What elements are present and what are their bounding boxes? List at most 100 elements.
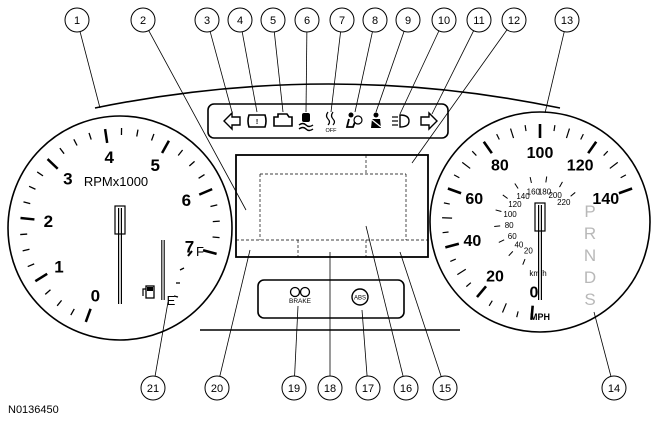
callout-circle xyxy=(260,7,286,33)
callout-14: 14 xyxy=(601,375,627,401)
kmh-tick xyxy=(570,192,576,197)
callout-number: 4 xyxy=(237,15,243,27)
callout-17: 17 xyxy=(355,375,381,401)
mph-minor-tick xyxy=(553,125,556,132)
callout-circle xyxy=(130,7,156,33)
mph-minor-tick xyxy=(524,125,527,132)
kmh-tick-label: 160 xyxy=(527,188,541,197)
tach-tick-label: 2 xyxy=(44,212,53,231)
tach-minor-tick xyxy=(44,289,51,295)
brake-warning-icon: BRAKE xyxy=(289,286,312,305)
lower-lamp-box: BRAKE ABS xyxy=(257,279,405,319)
kmh-tick-label: 220 xyxy=(557,198,571,207)
callout-leader-line xyxy=(365,225,404,377)
callout-number: 2 xyxy=(140,15,146,27)
mph-major-tick xyxy=(445,242,460,249)
headlamp-icon xyxy=(392,114,410,128)
callout-number: 5 xyxy=(270,15,276,27)
tach-minor-tick xyxy=(136,129,139,137)
kmh-tick-label: 100 xyxy=(503,210,517,219)
gear-letter: R xyxy=(584,224,596,243)
kmh-tick xyxy=(498,239,505,243)
mph-minor-tick xyxy=(496,133,500,140)
callout-number: 12 xyxy=(508,15,520,27)
callout-circle xyxy=(281,375,307,401)
callout-circle xyxy=(466,7,492,33)
kmh-tick xyxy=(522,258,526,265)
tach-major-ticks xyxy=(20,128,217,323)
mph-minor-tick xyxy=(580,133,584,140)
tach-minor-tick xyxy=(150,133,155,141)
callout-circle xyxy=(329,7,355,33)
callout-16: 16 xyxy=(393,375,419,401)
tach-tick-label: 1 xyxy=(54,257,63,276)
callout-2: 2 xyxy=(130,7,156,33)
abs-label: ABS xyxy=(354,296,366,302)
mph-minor-tick xyxy=(620,174,627,179)
callout-number: 17 xyxy=(362,383,374,395)
callout-number: 16 xyxy=(400,383,412,395)
callout-5: 5 xyxy=(260,7,286,33)
abs-warning-icon: ABS xyxy=(351,288,369,306)
kmh-tick-label: 40 xyxy=(514,241,523,250)
callout-11: 11 xyxy=(466,7,492,33)
mph-minor-tick xyxy=(442,231,449,234)
tach-major-tick xyxy=(46,158,59,170)
mph-tick-label: 100 xyxy=(527,145,554,162)
callout-7: 7 xyxy=(329,7,355,33)
mph-minor-tick xyxy=(509,128,515,139)
callout-leader-line xyxy=(361,309,368,377)
kmh-tick xyxy=(514,183,519,189)
callout-15: 15 xyxy=(432,375,458,401)
mph-unit-label: MPH xyxy=(530,312,550,322)
callout-leader-line xyxy=(294,305,299,377)
mph-minor-tick xyxy=(488,300,493,307)
mph-tick-label: 120 xyxy=(567,158,594,175)
seatbelt-icon xyxy=(370,112,382,128)
callout-12: 12 xyxy=(501,7,527,33)
mph-minor-tick xyxy=(565,128,571,139)
traction-off-label: OFF xyxy=(326,128,338,134)
left-turn-signal-icon xyxy=(223,111,241,131)
mph-major-tick xyxy=(530,305,534,320)
callout-leader-line xyxy=(154,301,169,377)
tach-minor-tick xyxy=(56,299,63,307)
callout-circle xyxy=(432,375,458,401)
callout-number: 13 xyxy=(561,15,573,27)
kmh-tick xyxy=(529,176,532,184)
callout-20: 20 xyxy=(204,375,230,401)
mph-tick-label: 0 xyxy=(529,285,538,302)
tach-minor-tick xyxy=(36,171,44,177)
kmh-tick xyxy=(502,194,508,199)
mph-minor-tick xyxy=(603,150,609,156)
callout-number: 14 xyxy=(608,383,620,395)
callout-number: 20 xyxy=(211,383,223,395)
tach-minor-tick xyxy=(88,132,92,140)
callout-circle xyxy=(317,375,343,401)
callout-circle xyxy=(554,7,580,33)
callout-leader-line xyxy=(411,29,508,164)
tach-tick-label: 0 xyxy=(91,287,100,306)
check-engine-icon xyxy=(273,113,293,127)
callout-leader-line xyxy=(593,311,612,377)
kmh-tick-label: 140 xyxy=(516,192,530,201)
tach-minor-tick xyxy=(70,308,75,316)
callout-circle xyxy=(227,7,253,33)
tach-major-tick xyxy=(84,308,92,323)
tire-pressure-icon: ! xyxy=(247,114,267,128)
tach-major-tick xyxy=(34,272,48,283)
tach-tick-label: 3 xyxy=(63,169,72,188)
callout-19: 19 xyxy=(281,375,307,401)
callout-number: 7 xyxy=(339,15,345,27)
tach-minor-tick xyxy=(188,160,195,167)
callout-number: 18 xyxy=(324,383,336,395)
tach-minor-ticks xyxy=(20,128,220,316)
callout-circle xyxy=(501,7,527,33)
callout-circle xyxy=(140,375,166,401)
mph-minor-tick xyxy=(453,174,460,179)
airbag-icon xyxy=(345,112,363,128)
